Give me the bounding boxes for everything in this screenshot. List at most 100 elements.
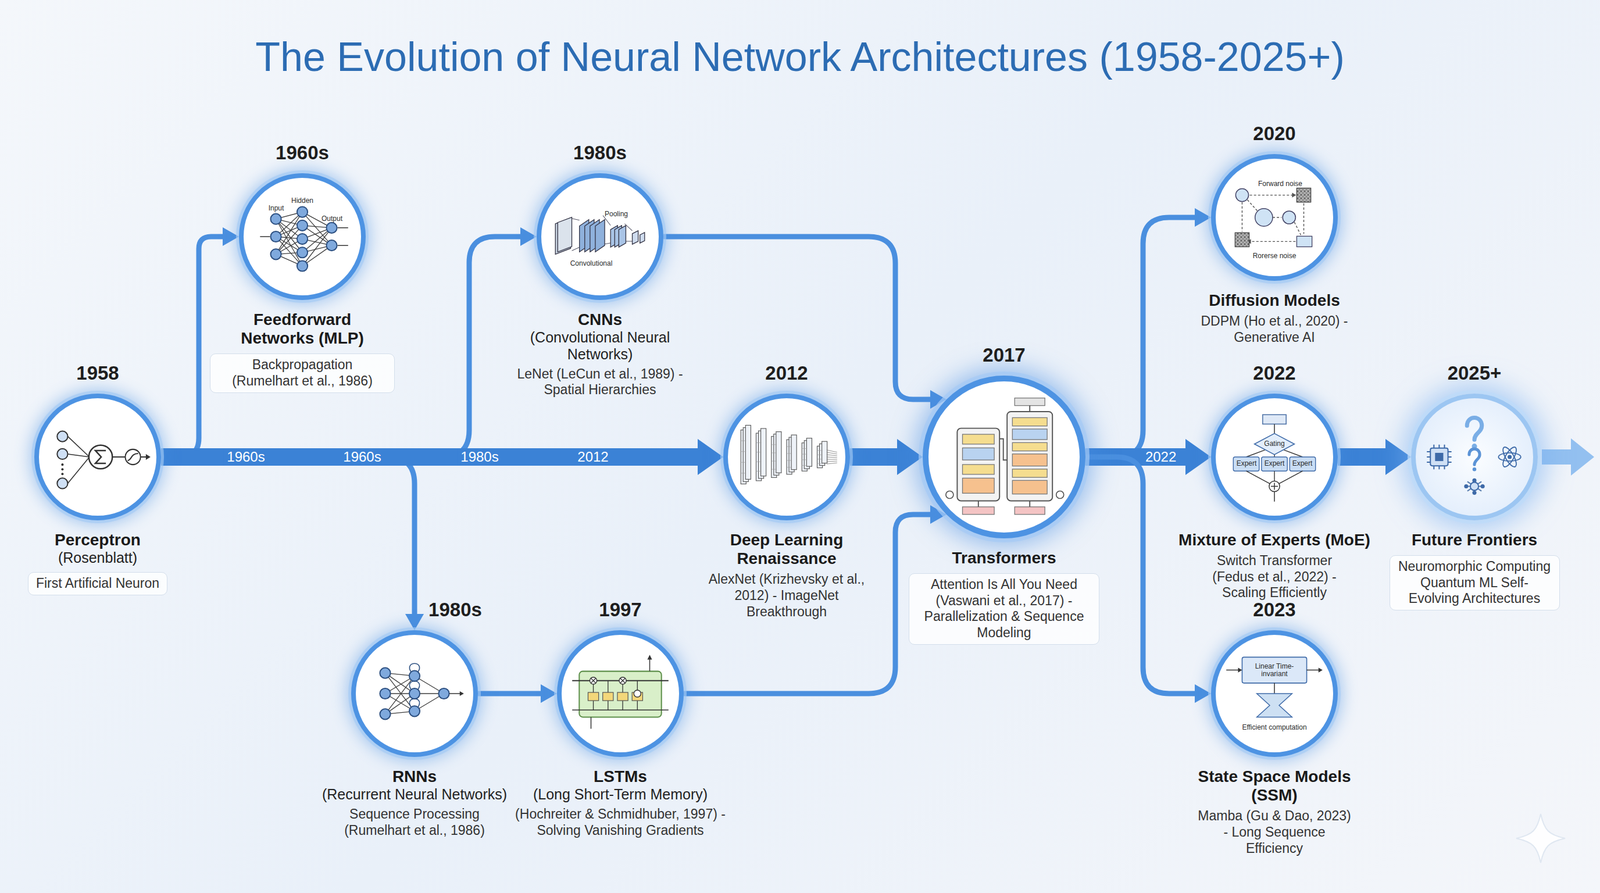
icon-illustration [561, 634, 680, 753]
connector-line [161, 448, 699, 466]
node-heading: Feedforward Networks (MLP) [215, 310, 390, 348]
node-heading: Mixture of Experts (MoE) [1178, 530, 1371, 550]
band-year-label: 1980s [456, 448, 502, 466]
node-circle [922, 375, 1086, 539]
band-year-label: 2012 [573, 448, 612, 466]
description-pill: Attention Is All You Need (Vaswani et al… [908, 573, 1100, 645]
node-heading: CNNs [577, 310, 623, 330]
connector-line [477, 691, 542, 697]
year-label: 2025+ [1447, 362, 1502, 385]
node-heading: Future Frontiers [1411, 530, 1538, 550]
node-description: (Hochreiter & Schmidhuber, 1997) - Solvi… [509, 806, 731, 839]
arrowhead [1385, 438, 1412, 475]
connector-line [1085, 217, 1196, 457]
description-pill: Neuromorphic Computing Quantum ML Self-E… [1389, 555, 1560, 611]
band-year-label: 1960s [339, 448, 385, 466]
arrowhead [897, 438, 923, 475]
branch-arrow [663, 236, 947, 409]
connector-line [161, 236, 224, 457]
icon-label: Gating [1263, 440, 1285, 448]
arrowhead [1194, 684, 1212, 703]
node-heading: Deep Learning Renaissance [699, 530, 874, 569]
timeline-node: 1958Perceptron(Rosenblatt) First Artifici… [4, 362, 191, 596]
year-label: 2017 [982, 344, 1025, 367]
node-heading: LSTMs [593, 767, 648, 787]
timeline-node: 2020Diffusion ModelsDDPM (Ho et al., 202… [1169, 122, 1380, 346]
icon-illustration [727, 398, 846, 516]
edge-label: 2022 [1141, 448, 1180, 466]
timeline-node: 1980sRNNs(Recurrent Neural Networks)Sequ… [304, 598, 525, 839]
timeline-node: 1980sCNNs(Convolutional Neural Networks)… [489, 141, 711, 399]
year-label: 1958 [76, 362, 119, 385]
node-description: LeNet (LeCun et al., 1989) - Spatial Hie… [509, 366, 691, 399]
node-description: DDPM (Ho et al., 2020) - Generative AI [1198, 313, 1350, 346]
connector-line [1085, 456, 1196, 694]
timeline-node: 2012Deep Learning RenaissanceAlexNet (Kr… [693, 362, 880, 620]
icon-illustration [1215, 398, 1334, 516]
icon-label: Linear Time-invariant [1245, 662, 1304, 678]
node-subheading: (Convolutional Neural Networks) [512, 329, 688, 363]
node-heading: Transformers [952, 548, 1057, 568]
description-pill: Backpropagation (Rumelhart et al., 1986) [209, 353, 395, 393]
year-label: 1997 [598, 598, 642, 621]
node-circle [1411, 393, 1538, 521]
icon-label: Input [268, 204, 285, 213]
branch-arrow [1085, 208, 1212, 457]
branch-arrow [161, 456, 424, 631]
year-label: 1980s [428, 598, 482, 621]
icon-label: Rorerse noise [1252, 252, 1297, 260]
node-heading: Diffusion Models [1208, 291, 1341, 310]
node-description: Mamba (Gu & Dao, 2023) - Long Sequence E… [1195, 808, 1353, 857]
diagram-title: The Evolution of Neural Network Architec… [0, 33, 1600, 81]
node-circle [1211, 630, 1338, 757]
node-subheading: (Recurrent Neural Networks) [322, 786, 507, 803]
icon-illustration [541, 177, 659, 296]
timeline-node: 2017TransformersAttention Is All You Nee… [899, 344, 1109, 645]
arrowhead [222, 227, 239, 246]
year-label: 1980s [573, 141, 627, 164]
node-circle [723, 393, 850, 521]
icon-illustration [38, 398, 157, 516]
node-circle [351, 630, 478, 757]
year-label: 2022 [1252, 362, 1296, 385]
icon-label: Efficient computation [1241, 723, 1307, 732]
node-circle [34, 393, 162, 521]
node-heading: Perceptron [54, 530, 141, 550]
node-circle [536, 173, 664, 300]
timeline-node: 1997LSTMs(Long Short-Term Memory) (Hochre… [504, 598, 737, 839]
branch-arrow [1085, 456, 1212, 703]
node-circle [238, 173, 366, 300]
icon-label: Convolutional [570, 259, 613, 268]
band-year-label: 1960s [223, 448, 269, 466]
connector-line [663, 236, 931, 400]
node-circle [1211, 154, 1338, 281]
icon-label: Expert [1264, 459, 1285, 468]
timeline-node: 1960sFeedforward Networks (MLP) Backpropa… [197, 141, 407, 394]
node-heading: State Space Models (SSM) [1178, 767, 1371, 805]
arrowhead [405, 613, 424, 631]
arrowhead [520, 227, 537, 246]
outgoing-arrow [1541, 449, 1573, 465]
icon-illustration [1415, 398, 1534, 516]
node-circle [556, 630, 684, 757]
node-subheading: (Long Short-Term Memory) [533, 786, 708, 803]
icon-label: Expert [1292, 459, 1313, 468]
icon-label: Pooling [604, 210, 628, 219]
node-description: Switch Transformer (Fedus et al., 2022) … [1198, 552, 1350, 602]
icon-label: Output [321, 215, 343, 223]
watermark-star [1516, 813, 1566, 863]
branch-arrow [161, 227, 239, 457]
node-description: Sequence Processing (Rumelhart et al., 1… [330, 806, 499, 839]
year-label: 1960s [275, 141, 330, 164]
icon-illustration [243, 177, 362, 296]
branch-arrow [683, 505, 947, 694]
timeline-node: 2025+ Future FrontiersNeuromorphic Comput… [1387, 362, 1562, 611]
connector-line [161, 456, 415, 615]
node-description: AlexNet (Krizhevsky et al., 2012) - Imag… [699, 571, 874, 620]
branch-arrow [477, 684, 557, 703]
description-pill: First Artificial Neuron [27, 572, 168, 596]
arrowhead [540, 684, 557, 703]
timeline-band-arrow [1337, 438, 1412, 475]
node-subheading: (Rosenblatt) [58, 549, 138, 567]
